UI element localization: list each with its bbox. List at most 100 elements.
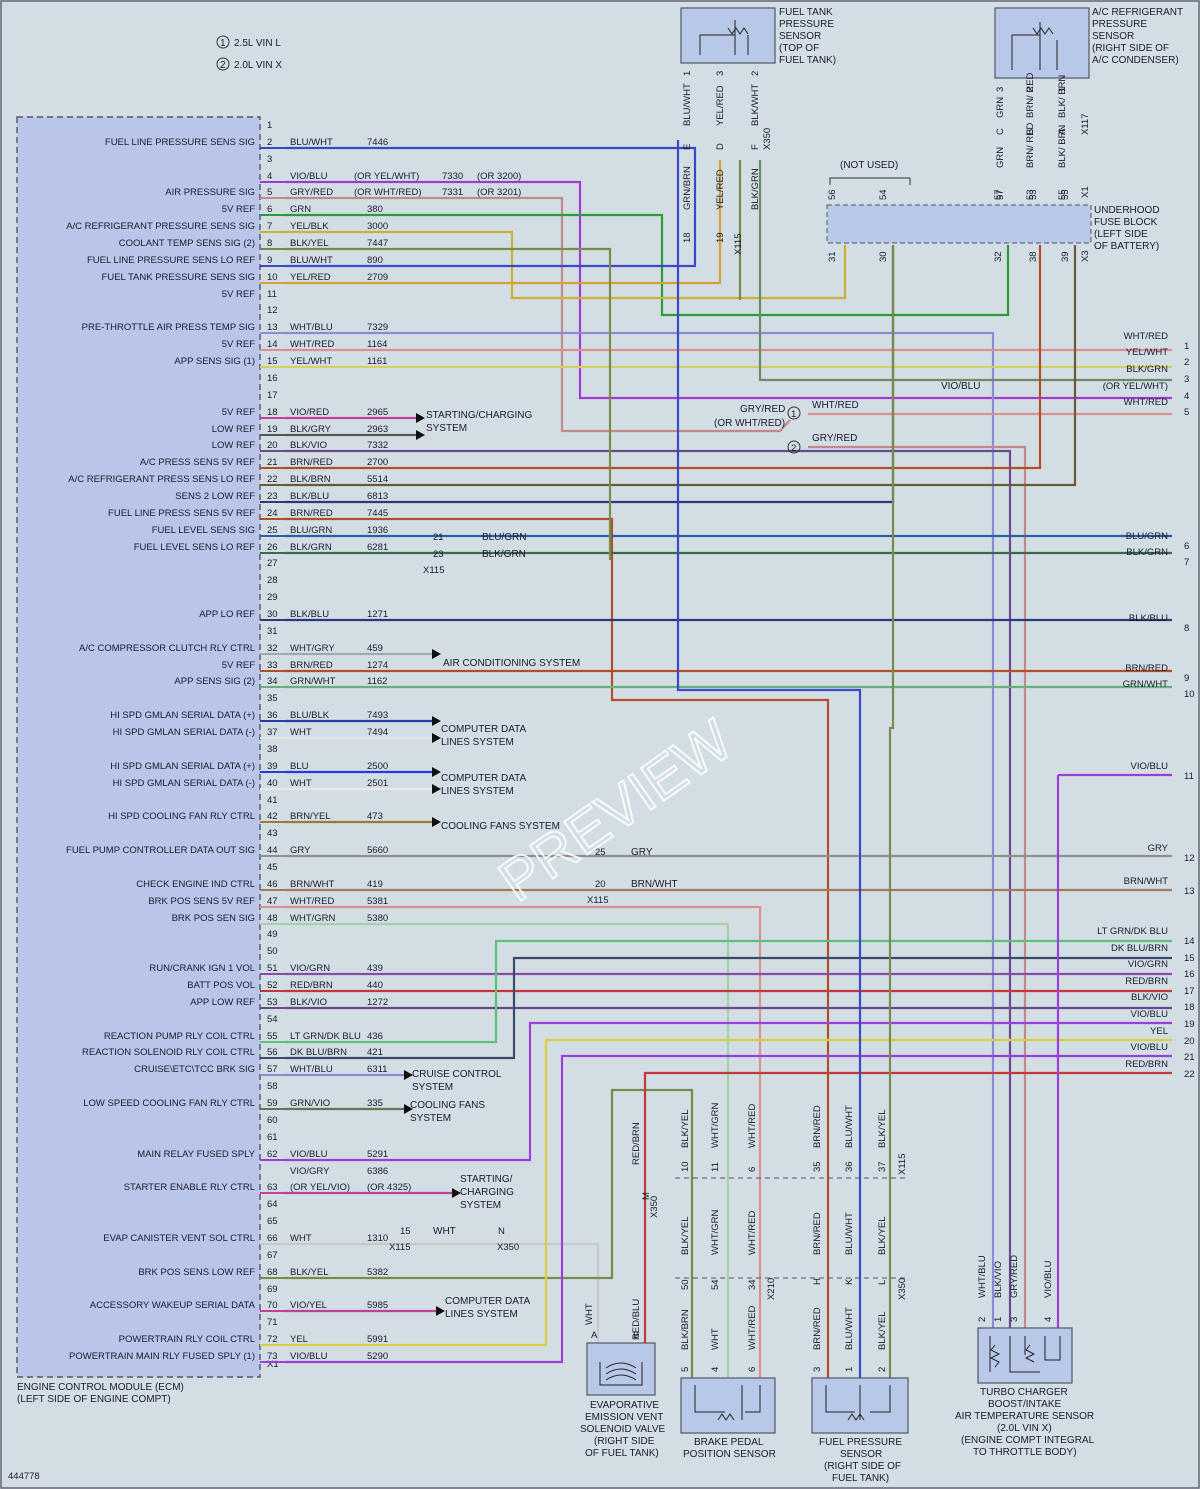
splice-25: 25 xyxy=(595,847,606,858)
turbo-label-2: BOOST/INTAKE xyxy=(988,1399,1061,1410)
circuit-number: 2700 xyxy=(367,457,388,468)
x115-fuel-level: X115 xyxy=(423,565,444,576)
x115-label-top: X115 xyxy=(733,234,744,255)
wire-color-label: BLK/GRN xyxy=(290,542,332,553)
turbo-label-6: TO THROTTLE BODY) xyxy=(973,1447,1077,1458)
legend: 1 2.5L VIN L 2 2.0L VIN X xyxy=(216,35,282,71)
arrow-icon xyxy=(432,817,441,827)
circuit-number: 890 xyxy=(367,255,383,266)
fuel-tank-sensor-pins: 1BLU/WHTEGRN/BRN183YEL/REDDYEL/RED192BLK… xyxy=(682,71,761,243)
wire-vio-blu-11 xyxy=(1056,773,1172,1330)
evap-label-4: (RIGHT SIDE xyxy=(594,1436,655,1447)
x117-label: X117 xyxy=(1080,114,1091,135)
ecm-pin-function: A/C REFRIGERANT PRESS SENS LO REF xyxy=(68,474,255,485)
fuse-pin-57: 57 xyxy=(993,189,1004,200)
wht-evap-mid: WHT xyxy=(433,1226,456,1237)
fuel-tank-pin-num: 3 xyxy=(715,71,726,76)
ecm-pin-number: 45 xyxy=(267,862,278,873)
wire-color-label: WHT/RED xyxy=(290,339,334,350)
ecm-pin-number: 41 xyxy=(267,795,278,806)
ecm-connector-label: X1 xyxy=(267,1359,279,1370)
fuse-pin-31: 31 xyxy=(827,251,838,262)
wire-color-label: WHT/RED xyxy=(290,896,334,907)
ecm-pin-number: 24 xyxy=(267,508,278,519)
circuit-number: 1310 xyxy=(367,1233,388,1244)
wire-color-label: BRN/RED xyxy=(290,457,333,468)
splice-23: 23 xyxy=(433,549,444,560)
fuel-tank-pin-num: 2 xyxy=(750,71,761,76)
circuit-number: 7330 xyxy=(442,171,463,182)
circuit-number: 6813 xyxy=(367,491,388,502)
fuse-pin-39: 39 xyxy=(1060,251,1071,262)
ecm-pin-number: 58 xyxy=(267,1081,278,1092)
right-wire-color: VIO/BLU xyxy=(1131,1009,1169,1020)
computer-data-ref-3b: LINES SYSTEM xyxy=(445,1309,518,1320)
circuit-alt: (OR 3201) xyxy=(477,187,521,198)
evap-pin-m: M xyxy=(641,1192,652,1200)
ecm-pin-number: 37 xyxy=(267,727,278,738)
fuel-pressure-label-3: (RIGHT SIDE OF xyxy=(824,1461,901,1472)
circuit-number: 2709 xyxy=(367,272,388,283)
right-wire-color: BLK/BLU xyxy=(1129,613,1168,624)
fuel-lower-num: 2 xyxy=(877,1367,888,1372)
right-wire-color: BLK/GRN xyxy=(1126,547,1168,558)
wire-brk-5v-ref xyxy=(285,905,762,1380)
circuit-number: (OR 4325) xyxy=(367,1182,411,1193)
solenoid-icon xyxy=(599,1362,643,1386)
ecm-pin-number: 13 xyxy=(267,322,278,333)
evap-label-1: EVAPORATIVE xyxy=(590,1400,659,1411)
arrow-icon xyxy=(404,1070,413,1080)
right-wire-color: VIO/BLU xyxy=(1131,1042,1169,1053)
ac-wire-lower: GRN xyxy=(995,147,1006,168)
brake-lower-wire: WHT xyxy=(710,1328,721,1350)
wire-color-label: BLK/BRN xyxy=(290,474,331,485)
ecm-pin-function: STARTER ENABLE RLY CTRL xyxy=(124,1182,255,1193)
ac-wire-upper: GRN xyxy=(995,97,1006,118)
ecm-pin-number: 55 xyxy=(267,1031,278,1042)
ac-wire-lower: BRN/ RED xyxy=(1025,122,1036,168)
ecm-pin-function: FUEL LINE PRESSURE SENS SIG xyxy=(105,137,255,148)
right-wire-color: VIO/GRN xyxy=(1128,959,1168,970)
ecm-pin-number: 25 xyxy=(267,525,278,536)
circuit-number: 5991 xyxy=(367,1334,388,1345)
ecm-pin-number: 62 xyxy=(267,1149,278,1160)
ecm-pin-function: FUEL TANK PRESSURE SENS SIG xyxy=(102,272,255,283)
fuel-tank-sensor-label-4: (TOP OF xyxy=(779,43,819,54)
x3-fuse-label: X3 xyxy=(1080,250,1091,262)
fuel-pressure-label-4: FUEL TANK) xyxy=(832,1473,889,1484)
wire-fuel-line-pressure-sig xyxy=(285,146,697,160)
wire-color-label: WHT/GRY xyxy=(290,643,335,654)
ecm-pin-function: EVAP CANISTER VENT SOL CTRL xyxy=(103,1233,255,1244)
legend-text-1: 2.5L VIN L xyxy=(234,38,281,49)
circuit-number: 421 xyxy=(367,1047,383,1058)
fuel-upper-wire: BRN/RED xyxy=(812,1105,823,1148)
ecm-pin-number: 14 xyxy=(267,339,278,350)
right-wire-number: 10 xyxy=(1184,689,1195,700)
circuit-number: 7447 xyxy=(367,238,388,249)
wire-color-label: (OR YEL/VIO) xyxy=(290,1182,350,1193)
wire-pre-throttle-sig xyxy=(285,331,995,1330)
ecm-pin-number: 4 xyxy=(267,171,272,182)
brake-lower-num: 4 xyxy=(710,1367,721,1372)
ac-sensor-label-2: PRESSURE xyxy=(1092,19,1147,30)
ac-sensor-label-1: A/C REFRIGERANT xyxy=(1092,7,1183,18)
circuit-number: 2501 xyxy=(367,778,388,789)
ecm-pin-function: 5V REF xyxy=(222,407,255,418)
computer-data-ref-2a: COMPUTER DATA xyxy=(441,773,527,784)
fuel-upper-wire: BLU/WHT xyxy=(844,1105,855,1148)
wire-color-label: BLK/GRY xyxy=(290,424,332,435)
computer-data-ref-1a: COMPUTER DATA xyxy=(441,724,527,735)
ecm-pin-function: HI SPD GMLAN SERIAL DATA (+) xyxy=(110,761,255,772)
ecm-pin-function: FUEL LINE PRESSURE SENS LO REF xyxy=(87,255,255,266)
arrow-icon xyxy=(432,716,441,726)
evap-label-5: OF FUEL TANK) xyxy=(585,1448,659,1459)
x350-fuel-vert: X350 xyxy=(897,1278,908,1300)
blk-grn-mid: BLK/GRN xyxy=(482,549,526,560)
fuel-tank-pin-num: 1 xyxy=(682,71,693,76)
fuse-pin-56: 56 xyxy=(827,189,838,200)
fuel-pressure-sensor: FUEL PRESSURE SENSOR (RIGHT SIDE OF FUEL… xyxy=(766,1154,909,1484)
right-wire-number: 1 xyxy=(1184,341,1189,352)
turbo-pin-wire: VIO/BLU xyxy=(1043,1260,1054,1298)
